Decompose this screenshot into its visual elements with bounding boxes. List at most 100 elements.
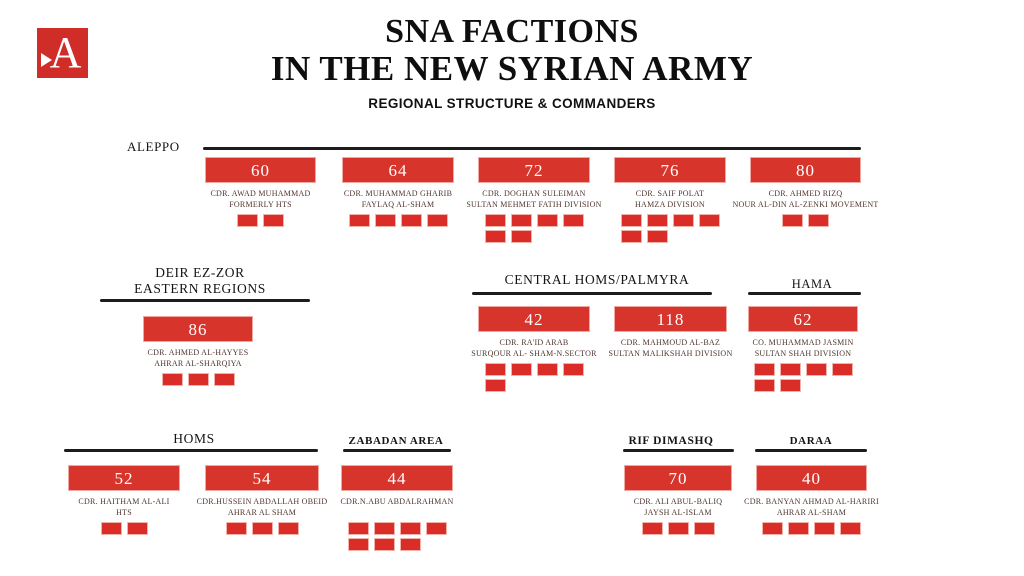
section-label-central: CENTRAL HOMS/PALMYRA: [447, 272, 747, 288]
unit-strength-square: [426, 214, 448, 227]
unit-number-box: 42: [478, 306, 590, 332]
unit-number-box: 60: [205, 157, 316, 183]
unit-strength-square: [620, 214, 642, 227]
unit-strength-square: [510, 214, 532, 227]
section-label-daraa: DARAA: [731, 435, 891, 447]
unit-strength-square: [753, 363, 775, 376]
unit-strength-square: [484, 230, 506, 243]
unit-strength-square: [808, 214, 829, 227]
section-rule-deir: [100, 299, 310, 302]
unit-strength-square: [753, 379, 775, 392]
unit-strength-square: [788, 522, 809, 535]
unit-strength-square: [161, 373, 183, 386]
unit-number-box: 72: [478, 157, 590, 183]
unit-strength-square: [693, 522, 715, 535]
unit-faction: HAMZA DIVISION: [635, 200, 705, 209]
section-label-line: HAMA: [791, 277, 833, 291]
unit-strength-square: [225, 522, 247, 535]
logo-letter: A: [49, 28, 82, 77]
unit-number: 42: [524, 309, 544, 329]
unit-strength-squares: [620, 214, 720, 243]
unit-strength-square: [814, 522, 835, 535]
unit-number-box: 70: [624, 465, 732, 491]
unit-faction: SULTAN SHAH DIVISION: [754, 349, 852, 358]
unit-number: 118: [656, 309, 685, 329]
square-row: [100, 522, 148, 535]
square-row: [484, 214, 584, 227]
page-subtitle: REGIONAL STRUCTURE & COMMANDERS: [368, 96, 656, 111]
unit-strength-square: [698, 214, 720, 227]
logo-triangle-icon: [41, 53, 52, 67]
unit-number: 52: [114, 468, 134, 488]
unit-strength-square: [348, 214, 370, 227]
unit-number: 80: [796, 160, 815, 180]
unit-strength-square: [779, 379, 801, 392]
section-label-rif: RIF DIMASHQ: [586, 435, 756, 447]
unit-strength-squares: [161, 373, 235, 386]
unit-faction: [296, 507, 498, 518]
unit-number: 44: [387, 468, 407, 488]
unit-number: 72: [524, 160, 544, 180]
unit-strength-square: [762, 522, 783, 535]
unit-number: 70: [668, 468, 688, 488]
unit-strength-squares: [641, 522, 715, 535]
unit-strength-square: [641, 522, 663, 535]
unit-commander: CDR. AHMED RIZQ: [768, 189, 843, 198]
unit-commander: CDR. BANYAN AHMAD AL-HARIRI: [744, 497, 879, 506]
square-row: [348, 214, 448, 227]
square-row: [753, 379, 853, 392]
header: SNA FACTIONS IN THE NEW SYRIAN ARMY REGI…: [0, 14, 1024, 112]
unit-strength-square: [840, 522, 861, 535]
unit-strength-square: [425, 522, 447, 535]
unit-faction: AHRAR AL SHAM: [227, 508, 297, 517]
unit-strength-square: [779, 363, 801, 376]
page-title-line-2: IN THE NEW SYRIAN ARMY: [270, 49, 754, 88]
unit-strength-squares: [753, 363, 853, 392]
square-row: [237, 214, 284, 227]
unit-commander: CDR. MUHAMMAD GHARIB: [343, 189, 453, 198]
square-row: [782, 214, 829, 227]
unit-strength-squares: [237, 214, 284, 227]
square-row: [484, 230, 584, 243]
unit-strength-square: [373, 538, 395, 551]
unit-number-box: 44: [341, 465, 453, 491]
section-rule-central: [472, 292, 712, 295]
unit-strength-square: [484, 379, 506, 392]
square-row: [225, 522, 299, 535]
unit-faction: FORMERLY HTS: [229, 200, 292, 209]
unit-number-box: 52: [68, 465, 180, 491]
section-label-line: HOMS: [173, 431, 215, 446]
section-label-line: EASTERN REGIONS: [134, 281, 266, 296]
unit-faction: SURQOUR AL- SHAM-N.SECTOR: [471, 349, 597, 358]
unit-strength-square: [646, 230, 668, 243]
unit-strength-squares: [225, 522, 299, 535]
square-row: [161, 373, 235, 386]
unit-strength-square: [782, 214, 803, 227]
unit-strength-square: [213, 373, 235, 386]
unit-number: 40: [802, 468, 821, 488]
square-row: [347, 522, 447, 535]
unit-commander: CDR. MAHMOUD AL-BAZ: [620, 338, 721, 347]
unit-strength-square: [672, 214, 694, 227]
section-label-hama: HAMA: [732, 277, 892, 292]
unit-number: 64: [388, 160, 408, 180]
unit-faction: HTS: [116, 508, 132, 517]
